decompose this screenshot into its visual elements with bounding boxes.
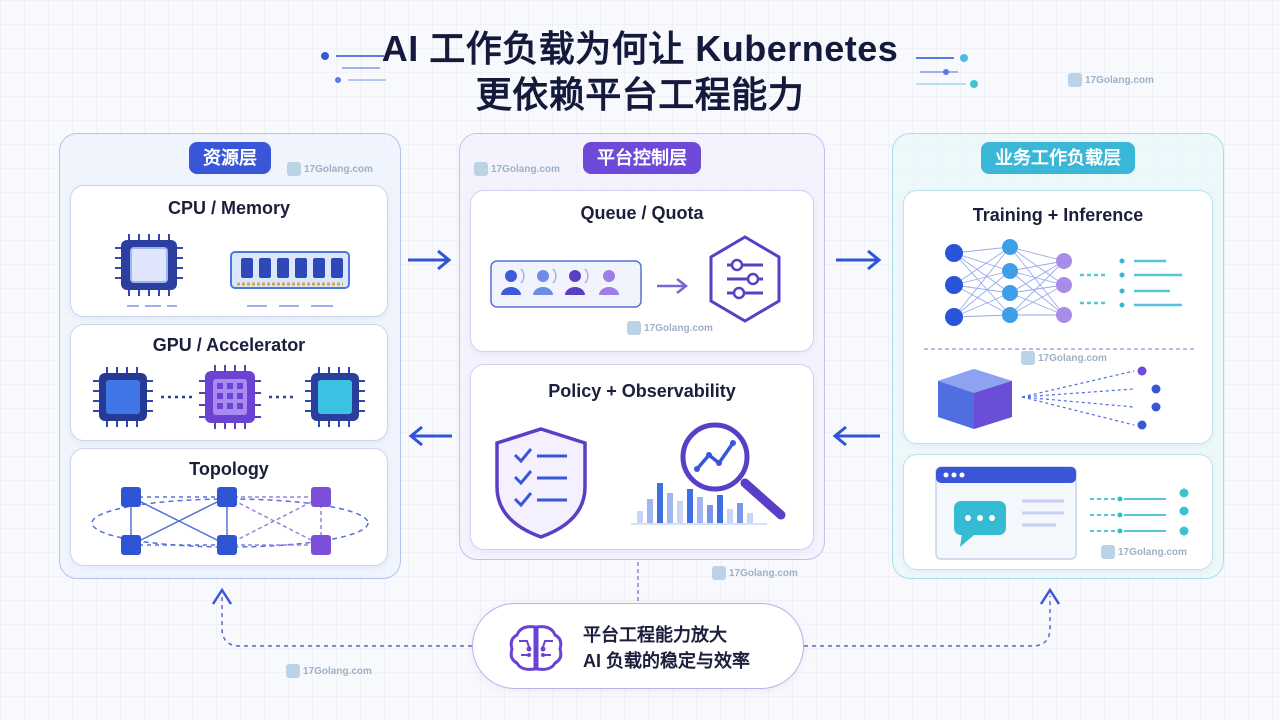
summary-line-1: 平台工程能力放大 xyxy=(583,625,727,645)
arrow-right-resource-to-platform-icon xyxy=(408,249,452,271)
gpu-accelerator-card: GPU / Accelerator xyxy=(70,324,388,441)
watermark: 17Golang.com xyxy=(1101,545,1187,559)
queue-quota-title: Queue / Quota xyxy=(580,203,704,223)
workload-layer-label: 业务工作负载层 xyxy=(981,142,1135,174)
gpu-chip-icon xyxy=(93,367,153,427)
watermark: 17Golang.com xyxy=(287,162,373,176)
user-queue-icon xyxy=(490,260,642,308)
queue-graphics xyxy=(490,235,781,323)
watermark-logo-icon xyxy=(474,162,488,176)
watermark: 17Golang.com xyxy=(712,566,798,580)
bar-chart-icon xyxy=(631,483,767,525)
summary-text: 平台工程能力放大 AI 负载的稳定与效率 xyxy=(583,622,750,674)
page-title: AI 工作负载为何让 Kubernetes 更依赖平台工程能力 xyxy=(0,26,1280,118)
arrow-right-platform-to-workload-icon xyxy=(836,249,882,271)
cpu-memory-card: CPU / Memory xyxy=(70,185,388,317)
accelerator-chip-icon xyxy=(199,365,261,429)
sliders-hexagon-icon xyxy=(709,235,781,323)
policy-observability-card: Policy + Observability xyxy=(470,364,814,550)
title-decoration-right xyxy=(916,54,978,88)
service-card: 17Golang.com xyxy=(903,454,1213,570)
title-line-2: 更依赖平台工程能力 xyxy=(475,74,805,115)
summary-line-2: AI 负载的稳定与效率 xyxy=(583,651,751,671)
training-inference-title: Training + Inference xyxy=(972,205,1144,225)
arrow-left-platform-to-resource-icon xyxy=(408,425,452,447)
gpu-accelerator-title: GPU / Accelerator xyxy=(152,335,306,355)
watermark: 17Golang.com xyxy=(474,162,560,176)
neural-network-icon xyxy=(945,239,1182,326)
topology-title: Topology xyxy=(189,459,269,479)
watermark: 17Golang.com xyxy=(627,321,713,335)
workload-layer-panel: 业务工作负载层 Training + Inference xyxy=(892,133,1224,579)
tpu-chip-icon xyxy=(305,367,365,427)
watermark-logo-icon xyxy=(627,321,641,335)
title-line-1: AI 工作负载为何让 Kubernetes xyxy=(381,28,899,69)
training-graphics xyxy=(924,239,1194,430)
shield-checklist-icon xyxy=(495,427,587,539)
cube-icon xyxy=(938,366,1161,430)
memory-module-icon xyxy=(230,251,350,289)
watermark-logo-icon xyxy=(1021,351,1035,365)
cpu-memory-title: CPU / Memory xyxy=(167,198,291,218)
topology-card: Topology xyxy=(70,448,388,566)
summary-pill: 平台工程能力放大 AI 负载的稳定与效率 xyxy=(472,603,804,689)
training-inference-card: Training + Inference xyxy=(903,190,1213,444)
platform-layer-panel: 平台控制层 17Golang.com Queue / Quota xyxy=(459,133,825,560)
watermark: 17Golang.com xyxy=(1021,351,1107,365)
watermark: 17Golang.com xyxy=(1068,73,1154,87)
cpu-memory-graphics xyxy=(115,234,350,307)
watermark-logo-icon xyxy=(1101,545,1115,559)
brain-circuit-icon xyxy=(509,625,563,671)
cpu-chip-icon xyxy=(115,234,183,296)
watermark-logo-icon xyxy=(1068,73,1082,87)
title-decoration-left xyxy=(321,52,386,83)
magnifier-chart-icon xyxy=(680,422,786,520)
platform-layer-label: 平台控制层 xyxy=(583,142,701,174)
queue-quota-card: Queue / Quota xyxy=(470,190,814,352)
watermark-logo-icon xyxy=(286,664,300,678)
topology-network-icon xyxy=(91,487,369,555)
resource-layer-label: 资源层 xyxy=(189,142,271,174)
chat-window-icon xyxy=(935,466,1189,560)
gpu-graphics xyxy=(93,365,365,429)
arrow-left-workload-to-platform-icon xyxy=(832,425,880,447)
policy-graphics xyxy=(495,422,786,539)
watermark: 17Golang.com xyxy=(286,664,372,678)
policy-observability-title: Policy + Observability xyxy=(548,381,736,401)
resource-layer-panel: 资源层 17Golang.com CPU / Memory xyxy=(59,133,401,579)
watermark-logo-icon xyxy=(287,162,301,176)
watermark-logo-icon xyxy=(712,566,726,580)
queue-arrow-icon xyxy=(657,278,689,294)
